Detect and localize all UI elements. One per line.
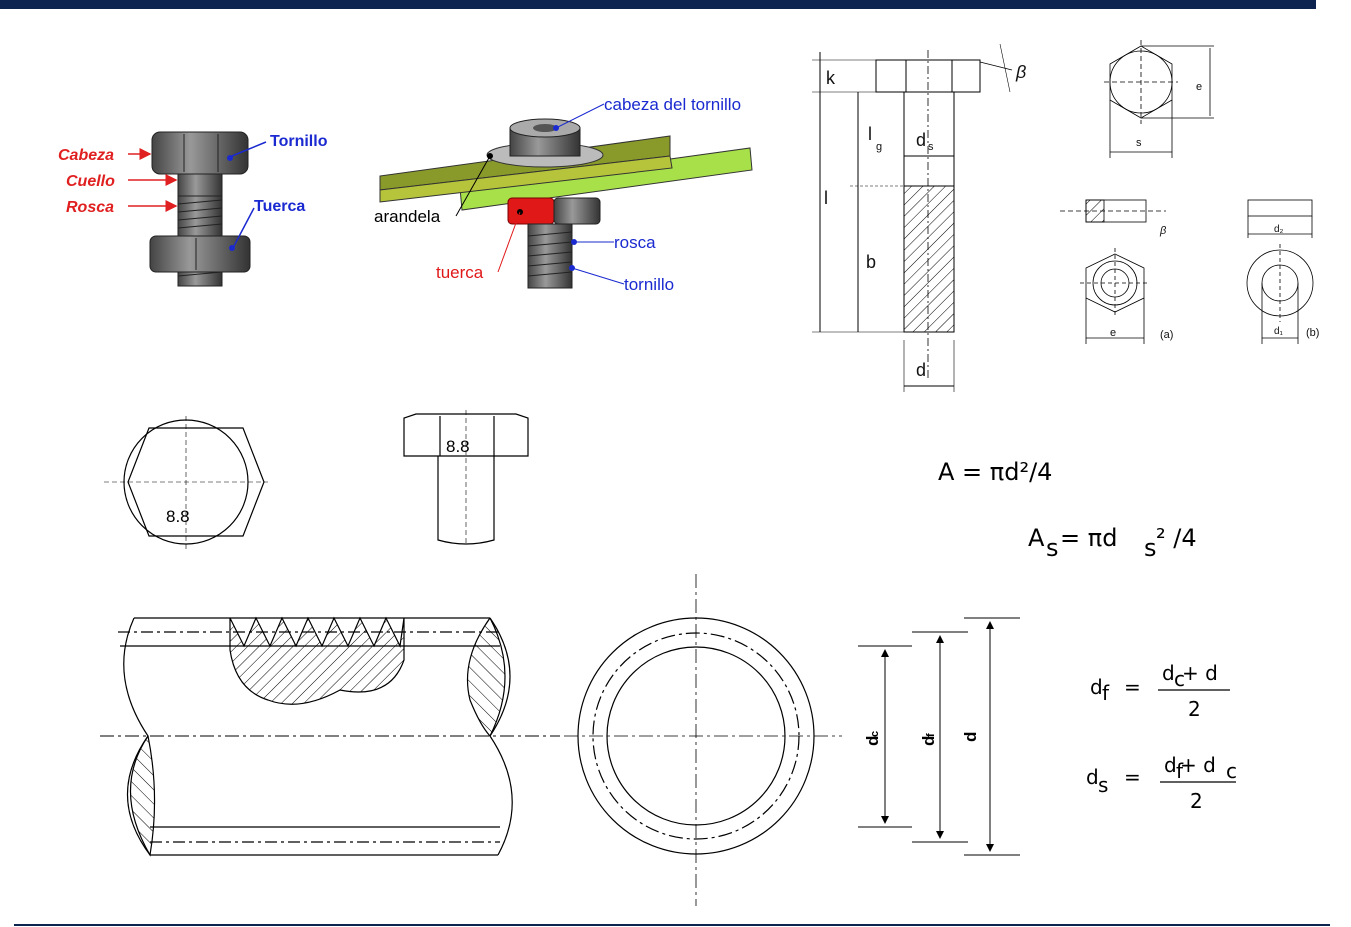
thread-side-section bbox=[100, 618, 560, 855]
dim-lg: l bbox=[868, 124, 872, 144]
label-cabeza-del-tornillo: cabeza del tornillo bbox=[604, 95, 741, 114]
formula-as-a: A bbox=[1028, 524, 1045, 552]
formula-df-eq: = bbox=[1124, 675, 1141, 699]
formula-ds-den: 2 bbox=[1190, 789, 1203, 813]
formula-df: d f = d c + d 2 bbox=[1090, 661, 1230, 721]
dim-k: k bbox=[826, 68, 836, 88]
dim-beta-small: β bbox=[1159, 225, 1167, 237]
thread-dim-df-sub: f bbox=[925, 733, 937, 737]
formula-ds-lhs: d bbox=[1086, 765, 1099, 789]
formula-as-rest: = πd bbox=[1060, 524, 1117, 552]
dim-d: d bbox=[916, 360, 926, 380]
grade-mark-side: 8.8 bbox=[446, 437, 470, 456]
dim-e-bottom: e bbox=[1110, 327, 1116, 339]
bolt-technical-drawing bbox=[812, 44, 1012, 392]
dim-e-top: e bbox=[1196, 81, 1202, 93]
hex-head-top-view bbox=[1104, 40, 1214, 158]
dim-d2: d₂ bbox=[1274, 224, 1284, 235]
dim-d1: d₁ bbox=[1274, 326, 1284, 337]
formula-df-num-d: d bbox=[1162, 661, 1175, 685]
washer-views bbox=[1247, 200, 1313, 344]
label-tuerca: Tuerca bbox=[254, 198, 305, 215]
thread-dim-dc-sub: c bbox=[869, 731, 881, 737]
bolted-joint-illustration bbox=[380, 104, 752, 288]
dim-ds-sub: s bbox=[928, 141, 934, 153]
formula-df-lhs-sub: f bbox=[1102, 681, 1110, 705]
label-cabeza: Cabeza bbox=[58, 147, 114, 164]
dim-ds: d bbox=[916, 130, 926, 150]
grade-head-side-view bbox=[404, 410, 528, 546]
formula-df-num-rest: + d bbox=[1182, 661, 1218, 685]
thread-dimension-lines bbox=[858, 618, 1020, 855]
label-rosca: Rosca bbox=[66, 199, 114, 216]
label-tornillo: Tornillo bbox=[270, 133, 328, 150]
grade-mark-top: 8.8 bbox=[166, 507, 190, 526]
formula-as-sub2: s bbox=[1144, 534, 1157, 562]
formula-df-lhs: d bbox=[1090, 675, 1103, 699]
label-arandela: arandela bbox=[374, 207, 441, 226]
dim-l: l bbox=[824, 188, 828, 208]
formula-as-end: ² /4 bbox=[1156, 524, 1197, 552]
label-tuerca-assembly: tuerca bbox=[436, 263, 484, 282]
dim-b: b bbox=[866, 252, 876, 272]
formula-ds-num-plus: + d bbox=[1180, 753, 1216, 777]
thread-dim-d: d bbox=[961, 732, 980, 742]
formula-df-den: 2 bbox=[1188, 697, 1201, 721]
formula-ds-num-d1: d bbox=[1164, 753, 1177, 777]
nut-side-view bbox=[1060, 200, 1166, 222]
label-b: (b) bbox=[1306, 327, 1319, 339]
dim-lg-sub: g bbox=[876, 141, 882, 153]
formula-area-a: A = πd²/4 bbox=[938, 458, 1052, 486]
formula-as-sub: s bbox=[1046, 534, 1059, 562]
label-a: (a) bbox=[1160, 329, 1173, 341]
formula-ds-num-sub2: c bbox=[1226, 759, 1237, 783]
grade-head-top-view bbox=[104, 416, 268, 552]
thread-dimension-labels: d c d f d bbox=[863, 731, 980, 746]
label-tornillo-assembly: tornillo bbox=[624, 275, 674, 294]
formula-ds-eq: = bbox=[1124, 765, 1141, 789]
formula-area-as: A s = πd s ² /4 bbox=[1028, 524, 1197, 562]
dim-s: s bbox=[1136, 137, 1142, 149]
formula-ds-lhs-sub: s bbox=[1098, 773, 1108, 797]
dim-beta: β bbox=[1015, 62, 1026, 82]
label-cuello: Cuello bbox=[66, 173, 115, 190]
formula-ds: d s = d f + d c 2 bbox=[1086, 753, 1237, 813]
thread-end-view bbox=[564, 574, 842, 906]
label-rosca-assembly: rosca bbox=[614, 233, 656, 252]
